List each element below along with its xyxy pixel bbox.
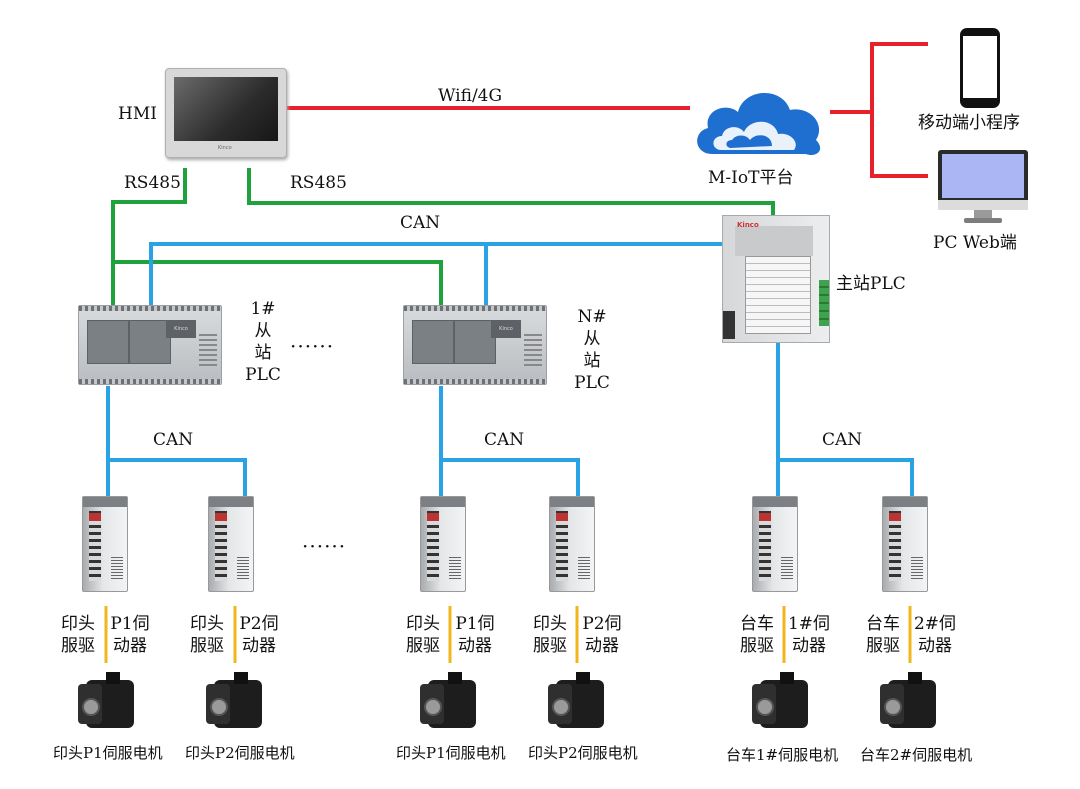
slave-n-line: N# [577,307,607,327]
can-label-top: CAN [400,213,441,233]
servo-drive [882,496,928,592]
mobile-label: 移动端小程序 [918,113,1020,133]
cloud-label: M-IoT平台 [708,168,794,188]
drive-left-label: 台车服驱 [866,614,900,656]
wifi-label: Wifi/4G [438,86,503,106]
slave-plc-1-label: 1# 从 站 PLC [238,298,288,386]
drive-left-label: 印头服驱 [61,614,95,656]
drive-left-label: 印头服驱 [533,614,567,656]
servo-motor [880,672,940,730]
rs485-label-right: RS485 [290,173,347,193]
motor-label: 印头P1伺服电机 [396,744,506,762]
servo-drive [549,496,595,592]
rs485-label-left: RS485 [124,173,181,193]
slave-1-line: 站 [254,343,272,363]
servo-motor [752,672,812,730]
drive-left-label: 台车服驱 [740,614,774,656]
can-label-2: CAN [484,430,525,450]
hmi-logo: Kinco [218,145,232,151]
can-bus-1 [106,386,247,496]
ellipsis-plc: ······ [290,334,335,358]
slave-n-line: 站 [583,351,601,371]
motor-label: 印头P2伺服电机 [185,744,295,762]
servo-motor [78,672,138,730]
rs485-link-right [247,168,775,222]
drive-left-label: 印头服驱 [190,614,224,656]
drive-right-label: P1伺动器 [110,614,150,656]
can-label-3: CAN [822,430,863,450]
servo-drive [82,496,128,592]
cloud-pc-link [870,112,928,178]
servo-drive [208,496,254,592]
drive-right-label: 1#伺动器 [787,614,831,656]
hmi-device: Kinco [165,68,287,158]
hmi-screen [174,77,278,141]
slave-n-line: PLC [574,373,610,393]
can-label-1: CAN [153,430,194,450]
servo-drive [752,496,798,592]
pc-label: PC Web端 [933,233,1017,253]
ellipsis-drives: ······ [302,534,347,558]
hmi-label: HMI [118,104,157,124]
drive-right-label: P1伺动器 [455,614,495,656]
cloud-icon [697,92,821,156]
rs485-slave-bus [113,260,443,305]
servo-motor [548,672,608,730]
drive-right-label: 2#伺动器 [913,614,957,656]
can-bus-2 [439,386,580,496]
master-plc-label: 主站PLC [836,274,906,294]
motor-label: 印头P1伺服电机 [53,744,163,762]
phone-icon [960,28,1000,108]
drive-right-label: P2伺动器 [239,614,279,656]
servo-motor [420,672,480,730]
rs485-link-left [111,168,187,305]
slave-plc-n-label: N# 从 站 PLC [567,306,617,394]
can-top-bus [149,242,722,305]
servo-motor [206,672,266,730]
motor-label: 台车1#伺服电机 [726,746,839,764]
motor-label: 印头P2伺服电机 [528,744,638,762]
servo-drive [420,496,466,592]
slave-plc-1-device: Kinco [78,305,222,385]
monitor-icon [938,150,1028,223]
slave-n-line: 从 [583,329,601,349]
drive-right-label: P2伺动器 [582,614,622,656]
cloud-client-link [830,42,928,114]
drive-left-label: 印头服驱 [406,614,440,656]
slave-1-line: PLC [245,365,281,385]
slave-1-line: 从 [254,321,272,341]
slave-1-line: 1# [250,299,276,319]
motor-label: 台车2#伺服电机 [860,746,973,764]
master-plc-device: Kinco [722,215,830,343]
can-bus-3 [776,342,914,496]
kinco-logo: Kinco [737,221,759,229]
slave-plc-n-device: Kinco [403,305,547,385]
